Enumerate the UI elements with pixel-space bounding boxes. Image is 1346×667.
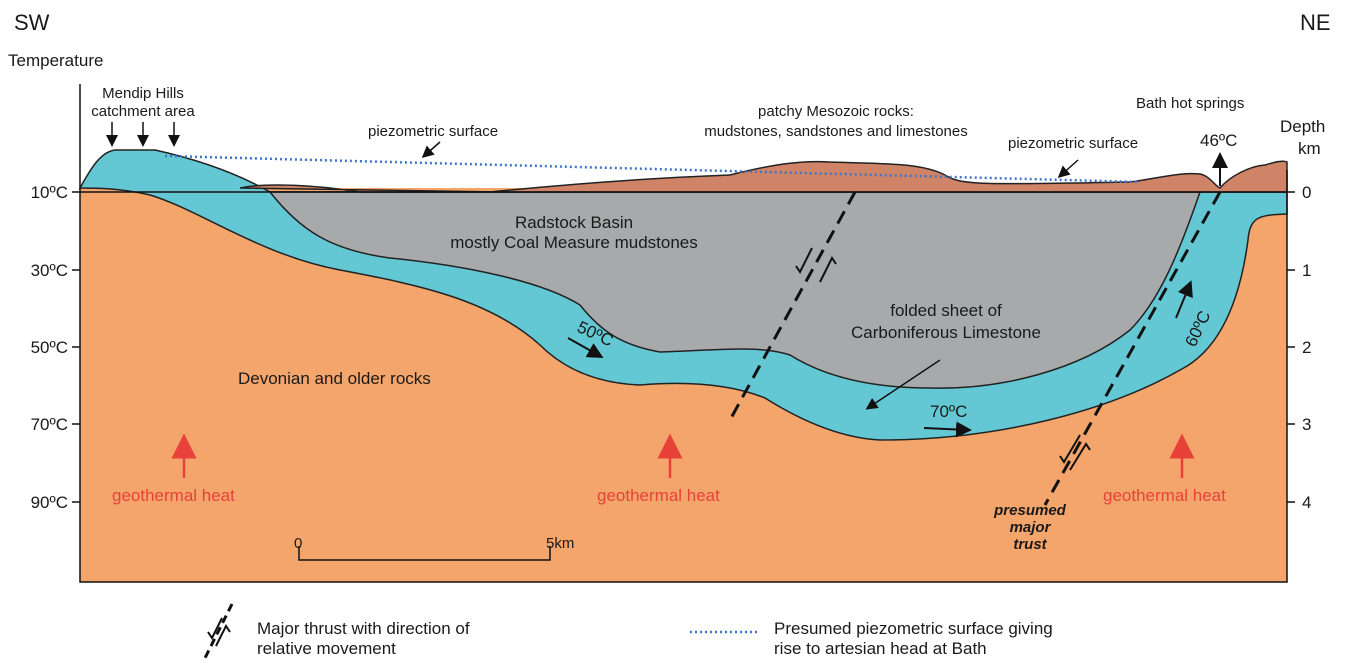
geothermal-heat-label: geothermal heat: [597, 486, 720, 505]
depth-ticks: [1287, 191, 1295, 503]
mesozoic-label: patchy Mesozoic rocks:: [758, 103, 914, 120]
piezo-right-pointer: [1057, 159, 1079, 178]
bath-temp-label: 46ºC: [1200, 131, 1237, 150]
folded-label-2: Carboniferous Limestone: [851, 323, 1041, 342]
scale-label-0: 0: [294, 535, 302, 552]
frame: [79, 84, 1288, 583]
flow-arrow-50: [567, 337, 604, 358]
thrust-label: presumed: [993, 502, 1067, 519]
temp-tick-label: 90ºC: [31, 493, 68, 512]
scale-label-5km: 5km: [546, 535, 574, 552]
depth-tick-label: 2: [1302, 338, 1311, 357]
temperature-axis-title: Temperature: [8, 51, 103, 70]
devonian-label: Devonian and older rocks: [238, 369, 431, 388]
thrust-label-3: trust: [1013, 536, 1047, 553]
bath-label: Bath hot springs: [1136, 95, 1244, 112]
mendip-label: Mendip Hills: [102, 85, 184, 102]
radstock-label: Radstock Basin: [515, 213, 633, 232]
orientation-ne: NE: [1300, 10, 1331, 35]
fault-movement-left-icon: [795, 247, 837, 283]
scale-bar: [298, 546, 551, 561]
temp-70-label: 70ºC: [930, 402, 967, 421]
legend-piezo-label-2: rise to artesian head at Bath: [774, 639, 987, 658]
limestone-pointer: [865, 359, 941, 410]
mesozoic-label-2: mudstones, sandstones and limestones: [704, 123, 968, 140]
depth-axis-unit: km: [1298, 139, 1321, 158]
legend-thrust-label: Major thrust with direction of: [257, 619, 470, 638]
thrust-label-2: major: [1010, 519, 1052, 536]
radstock-basin: [268, 191, 1202, 389]
geothermal-heat-label: geothermal heat: [1103, 486, 1226, 505]
orientation-sw: SW: [14, 10, 50, 35]
depth-tick-label: 4: [1302, 493, 1311, 512]
mesozoic-rocks: [239, 160, 1288, 193]
folded-label: folded sheet of: [890, 301, 1002, 320]
temp-tick-label: 70ºC: [31, 415, 68, 434]
legend-thrust-icon: [202, 603, 234, 661]
depth-tick-label: 0: [1302, 183, 1311, 202]
flow-arrow-60: [1175, 280, 1193, 319]
legend-piezo-label: Presumed piezometric surface giving: [774, 619, 1053, 638]
piezo-left-pointer: [421, 141, 441, 158]
legend-thrust-label-2: relative movement: [257, 639, 396, 658]
depth-tick-label: 3: [1302, 415, 1311, 434]
depth-tick-label: 1: [1302, 261, 1311, 280]
fault-movement-right-icon: [1059, 434, 1091, 471]
legend-thrust-arrows-icon: [207, 617, 231, 647]
piezo-left-label: piezometric surface: [368, 123, 498, 140]
temp-tick-label: 30ºC: [31, 261, 68, 280]
flow-arrow-70: [923, 421, 972, 438]
depth-axis-title: Depth: [1280, 117, 1325, 136]
mendip-label-2: catchment area: [91, 103, 195, 120]
piezo-right-label: piezometric surface: [1008, 135, 1138, 152]
temp-tick-label: 10ºC: [31, 183, 68, 202]
radstock-label-2: mostly Coal Measure mudstones: [450, 233, 698, 252]
temp-tick-label: 50ºC: [31, 338, 68, 357]
fault-right: [1043, 191, 1222, 506]
geothermal-heat-label: geothermal heat: [112, 486, 235, 505]
temperature-ticks: [72, 191, 80, 503]
